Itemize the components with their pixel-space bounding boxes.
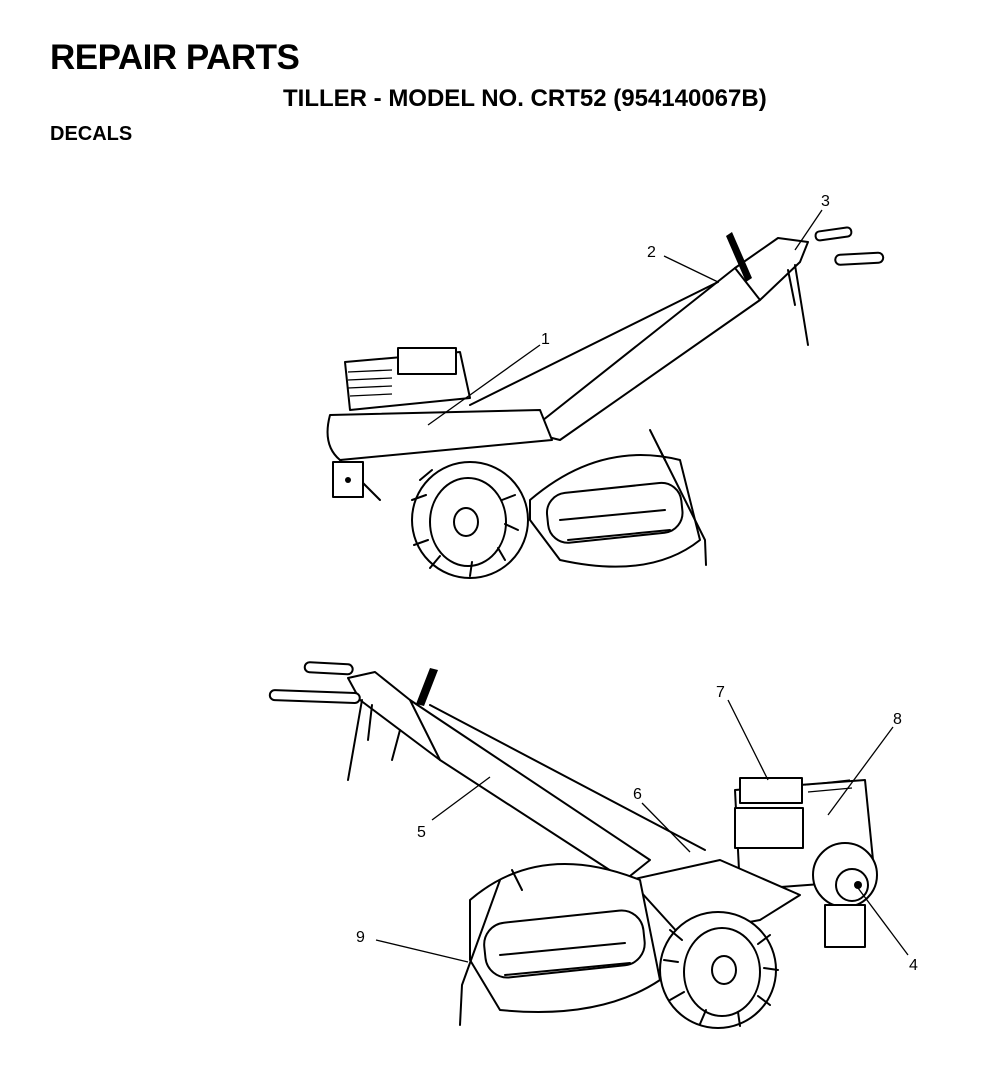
page-title: REPAIR PARTS (50, 38, 300, 77)
callout-5: 5 (417, 824, 426, 841)
callout-labels: 1 2 3 4 5 6 7 8 9 (356, 193, 918, 974)
callout-6: 6 (633, 786, 642, 803)
callout-7: 7 (716, 684, 725, 701)
callout-2: 2 (647, 244, 656, 261)
callout-leaders (375, 209, 909, 963)
callout-8: 8 (893, 711, 902, 728)
callout-3: 3 (821, 193, 830, 210)
model-subtitle: TILLER - MODEL NO. CRT52 (954140067B) (283, 85, 767, 112)
callout-4: 4 (909, 957, 918, 974)
tiller-view-bottom (268, 661, 878, 1029)
callout-1: 1 (541, 331, 550, 348)
section-heading: DECALS (50, 123, 133, 145)
callout-9: 9 (356, 929, 365, 946)
tiller-view-top (326, 226, 885, 579)
